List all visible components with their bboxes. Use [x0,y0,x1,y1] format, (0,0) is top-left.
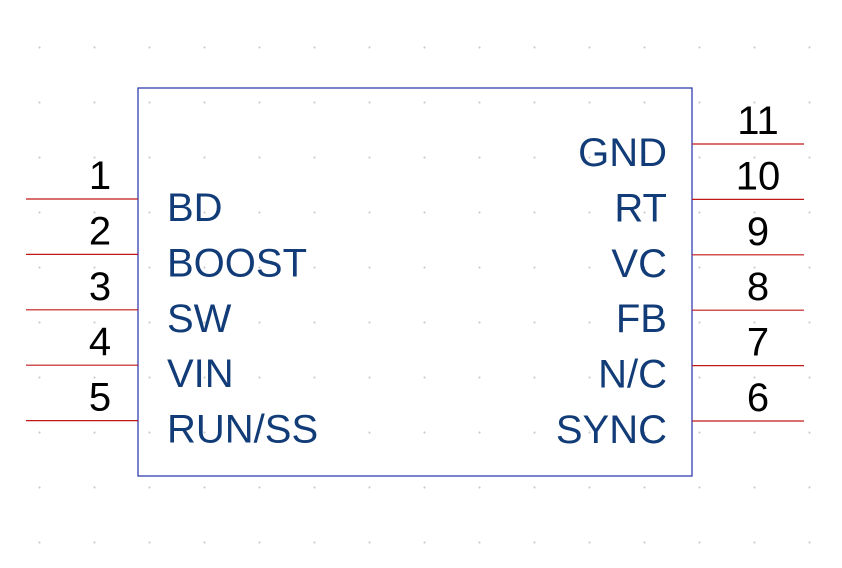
pin-name-5: RUN/SS [167,408,318,452]
pin-number-5: 5 [89,376,111,420]
pin-number-9: 9 [747,210,769,254]
pin-name-4: VIN [167,352,234,396]
pin-number-6: 6 [747,376,769,420]
pin-name-3: SW [167,297,232,341]
pin-name-8: FB [616,297,667,341]
pin-number-4: 4 [89,320,111,364]
pin-number-10: 10 [736,154,781,198]
component-body [137,87,693,477]
pin-number-11: 11 [737,99,779,143]
pin-name-9: VC [611,242,667,286]
pin-number-3: 3 [89,265,111,309]
pin-number-8: 8 [747,265,769,309]
pin-name-6: SYNC [556,408,667,452]
pin-number-7: 7 [747,321,769,365]
pin-number-2: 2 [89,209,111,253]
pin-name-11: GND [578,131,667,175]
pin-name-7: N/C [598,353,667,397]
pin-name-10: RT [614,186,667,230]
pin-name-1: BD [167,186,223,230]
pin-name-2: BOOST [167,241,307,285]
pin-number-1: 1 [89,154,111,198]
